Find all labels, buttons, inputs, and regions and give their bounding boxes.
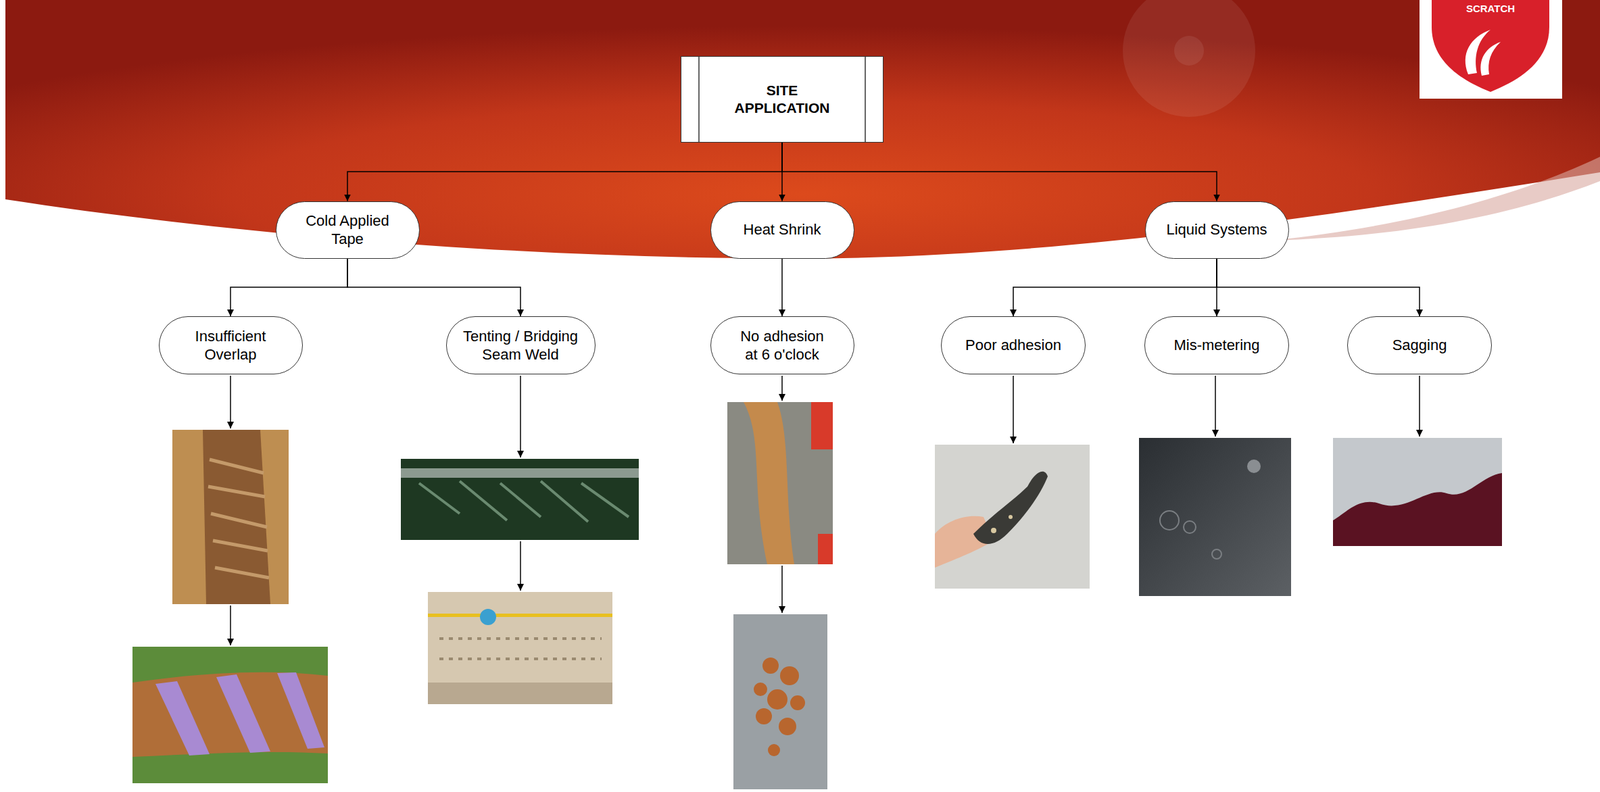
node-label: Insufficient Overlap xyxy=(181,327,280,365)
node-label: Liquid Systems xyxy=(1166,220,1267,240)
logo-text: SCRATCH xyxy=(1436,2,1545,15)
photo-heatshrink-edge xyxy=(727,402,833,565)
node-label: Cold Applied Tape xyxy=(298,211,397,249)
banner-glow xyxy=(1122,0,1256,117)
node-label: Mis-metering xyxy=(1173,335,1260,355)
rounded-box: Poor adhesion xyxy=(940,316,1086,375)
tree-connector xyxy=(347,142,783,202)
logo-shield xyxy=(1431,0,1550,92)
tree-connector xyxy=(782,142,1217,202)
tree-connector xyxy=(1216,258,1420,318)
photo-tenting-pipe xyxy=(427,592,613,705)
banner-swoosh xyxy=(1270,156,1600,241)
banner xyxy=(5,0,1600,259)
node-label: Poor adhesion xyxy=(965,335,1062,355)
rounded-box: Sagging xyxy=(1347,316,1492,375)
rounded-box: Cold Applied Tape xyxy=(275,201,420,259)
banner-glow xyxy=(1174,35,1204,66)
process-side-bars xyxy=(680,56,884,143)
photo-mis-metering xyxy=(1138,438,1292,597)
tree-connector xyxy=(347,258,521,318)
node-label: SITE APPLICATION xyxy=(724,81,840,118)
node-label: No adhesion at 6 o'clock xyxy=(734,327,830,365)
photo-tenting-weld xyxy=(400,458,639,541)
rounded-box: Heat Shrink xyxy=(710,201,855,259)
photo-heatshrink-rust xyxy=(733,614,828,790)
node-label: Tenting / Bridging Seam Weld xyxy=(458,327,584,365)
rounded-box: Mis-metering xyxy=(1144,316,1290,375)
node-label: Sagging xyxy=(1392,335,1448,355)
rounded-box: No adhesion at 6 o'clock xyxy=(710,316,855,375)
rounded-box: Tenting / Bridging Seam Weld xyxy=(446,316,596,375)
photo-tape-overlap xyxy=(172,429,289,605)
photo-sagging xyxy=(1332,438,1502,547)
photo-arrows xyxy=(230,375,1420,646)
process-box: SITE APPLICATION xyxy=(680,56,884,143)
photo-tape-spiral xyxy=(132,646,328,784)
tree-connector xyxy=(230,258,348,318)
rounded-box: Liquid Systems xyxy=(1145,201,1290,259)
rounded-box: Insufficient Overlap xyxy=(158,316,303,375)
tree-connector xyxy=(781,258,783,318)
logo-panel xyxy=(1419,0,1563,99)
photo-poor-adhesion xyxy=(934,444,1090,589)
node-label: Heat Shrink xyxy=(743,220,822,240)
tree-connector xyxy=(1013,258,1217,318)
logo-swoosh xyxy=(1480,41,1501,76)
